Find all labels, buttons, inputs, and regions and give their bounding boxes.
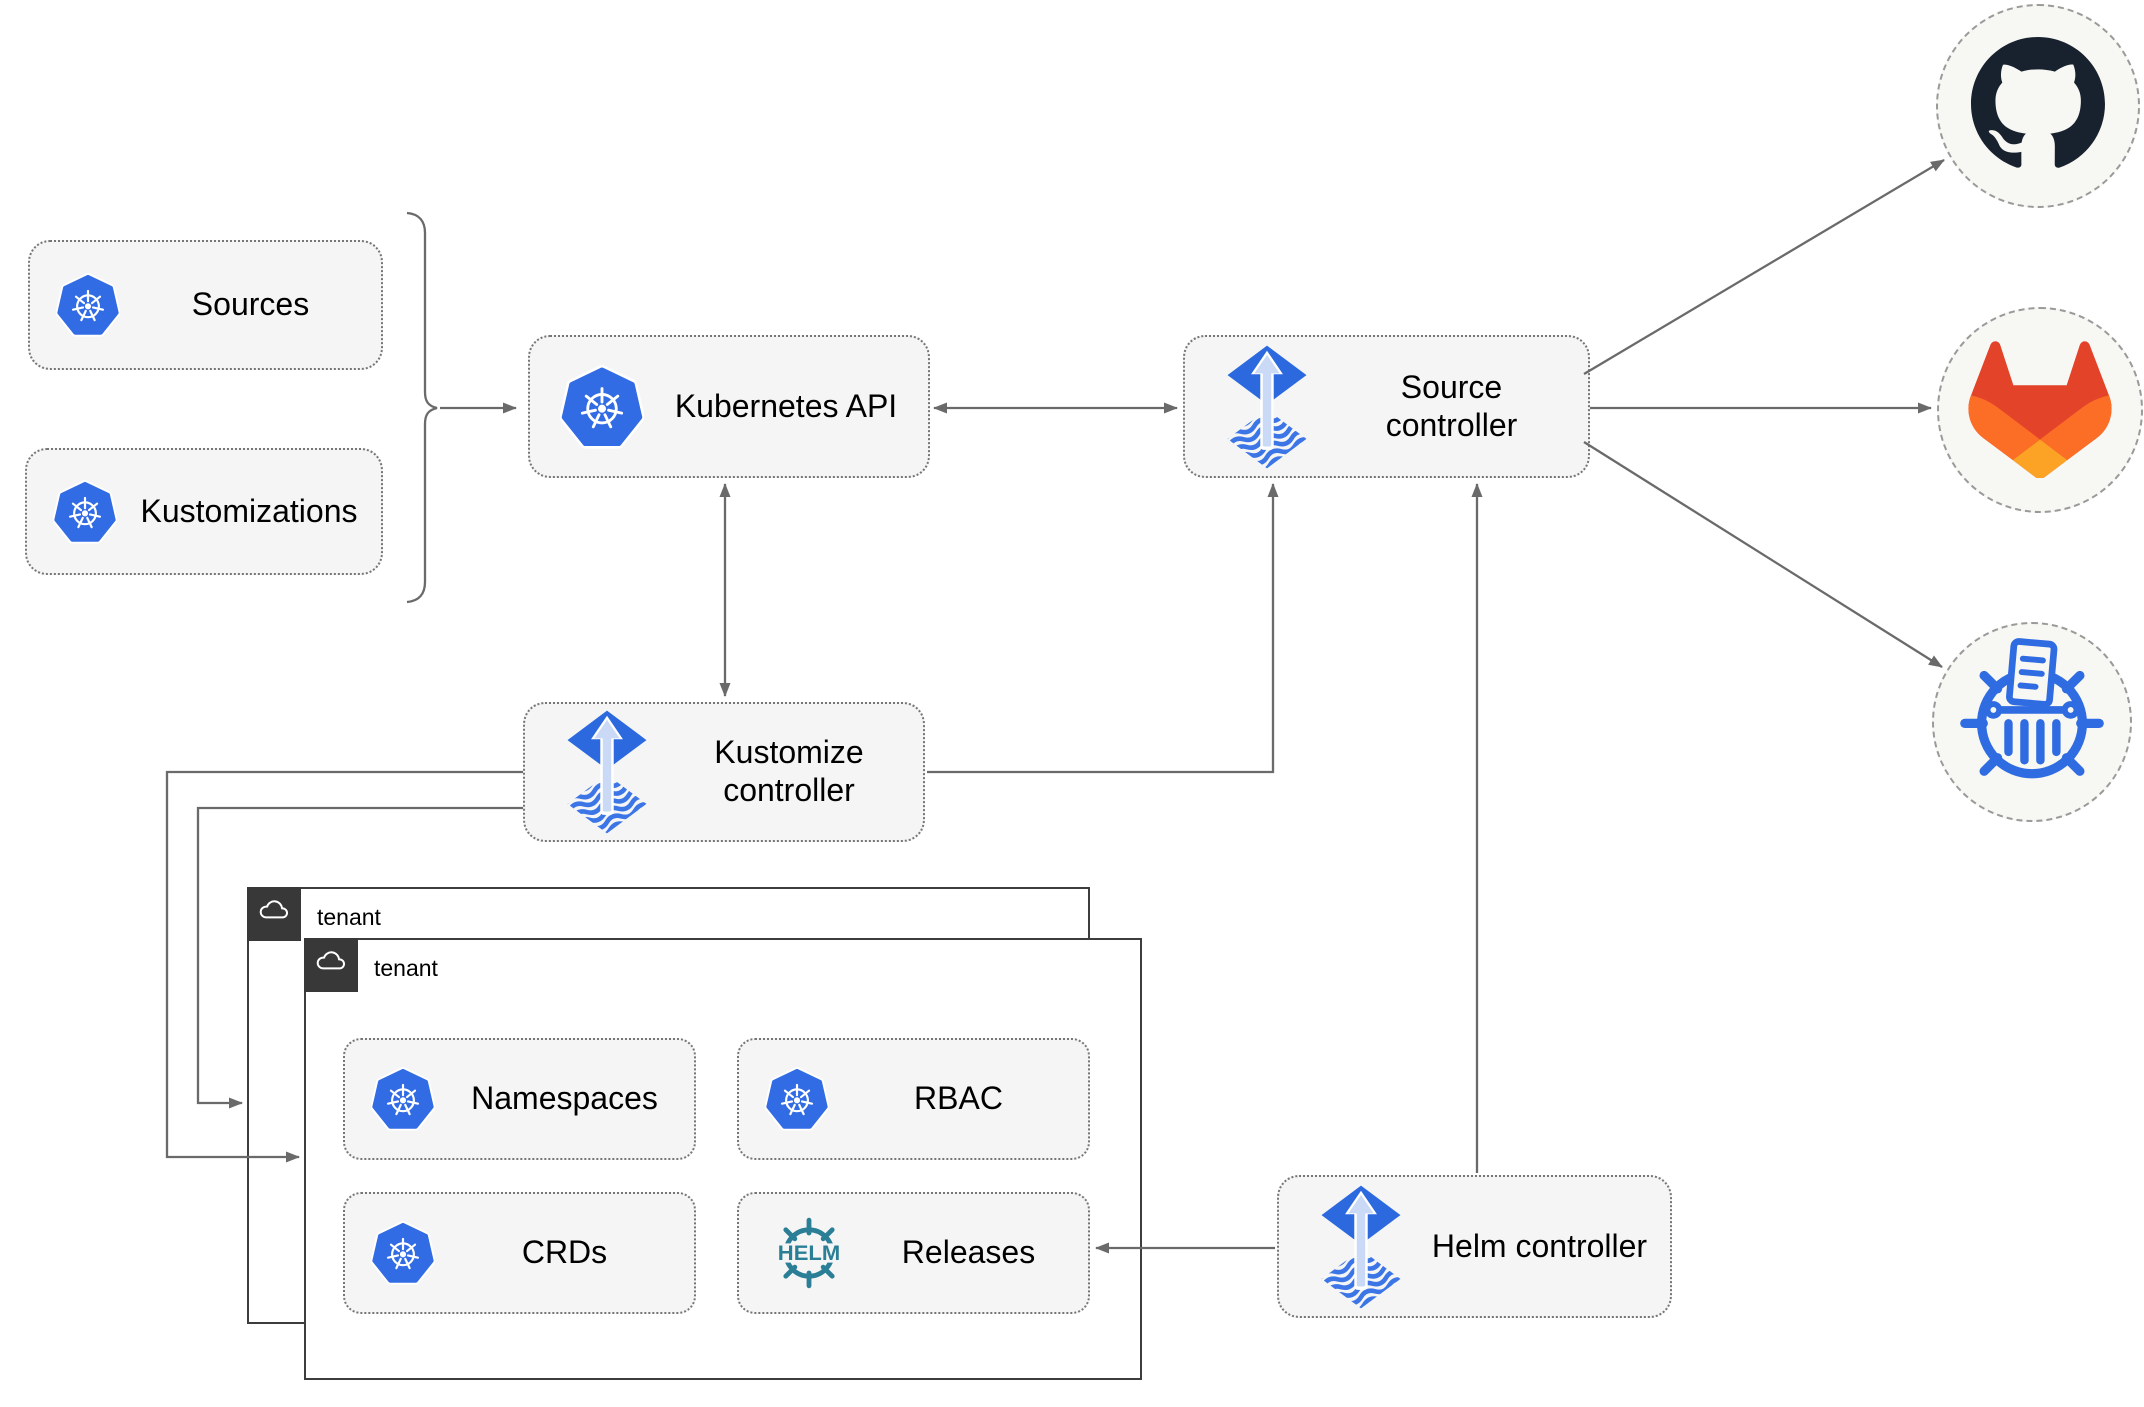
kubernetes-icon (371, 1067, 435, 1131)
node-kubernetes-api: Kubernetes API (528, 335, 930, 478)
kubernetes-icon (371, 1221, 435, 1285)
helm-wordmark: HELM (778, 1242, 840, 1265)
node-source-controller: Source controller (1183, 335, 1590, 478)
endpoint-github (1936, 4, 2140, 208)
node-helm-controller: Helm controller (1277, 1175, 1672, 1318)
kubernetes-icon (560, 364, 644, 449)
node-label: Kustomizations (140, 492, 358, 529)
flux-icon (1219, 344, 1315, 470)
cloud-icon (313, 945, 349, 986)
endpoint-gitlab (1937, 307, 2143, 513)
helm-wheel-icon: HELM (769, 1213, 849, 1293)
node-label: Namespaces (471, 1080, 658, 1117)
edge-srcctl-github (1583, 159, 1945, 375)
node-label: Kustomize controller (714, 734, 864, 808)
node-rbac: RBAC (737, 1038, 1090, 1160)
node-label: Source controller (1385, 368, 1518, 443)
node-sources: Sources (28, 240, 383, 370)
bracket-sources-group (406, 211, 438, 604)
node-label: Sources (191, 286, 310, 323)
cloud-icon (256, 894, 292, 935)
node-namespaces: Namespaces (343, 1038, 696, 1160)
kubernetes-icon (765, 1067, 829, 1131)
gitlab-icon (1964, 338, 2116, 483)
tenant-label: tenant (374, 955, 438, 981)
node-kustomize-controller: Kustomize controller (523, 702, 925, 842)
endpoint-chartmuseum (1932, 622, 2132, 822)
kubernetes-icon (53, 479, 117, 544)
node-label: RBAC (914, 1080, 1003, 1117)
chartmuseum-icon (1948, 636, 2116, 809)
edge-kustctl-srcctl (927, 483, 1279, 774)
flux-icon (1313, 1184, 1409, 1310)
node-kustomizations: Kustomizations (25, 448, 383, 575)
node-crds: CRDs (343, 1192, 696, 1314)
node-label: Helm controller (1431, 1227, 1648, 1264)
node-label: CRDs (521, 1234, 608, 1271)
node-releases: HELM Releases (737, 1192, 1090, 1314)
node-label: Kubernetes API (674, 387, 898, 424)
flux-icon (559, 709, 655, 835)
kubernetes-icon (56, 273, 120, 337)
tenant-badge (247, 887, 301, 941)
github-icon (1971, 36, 2105, 176)
edge-srcctl-chartmuseum (1583, 441, 1943, 668)
node-label: Releases (901, 1234, 1036, 1271)
tenant-label: tenant (317, 904, 381, 930)
tenant-badge (304, 938, 358, 992)
